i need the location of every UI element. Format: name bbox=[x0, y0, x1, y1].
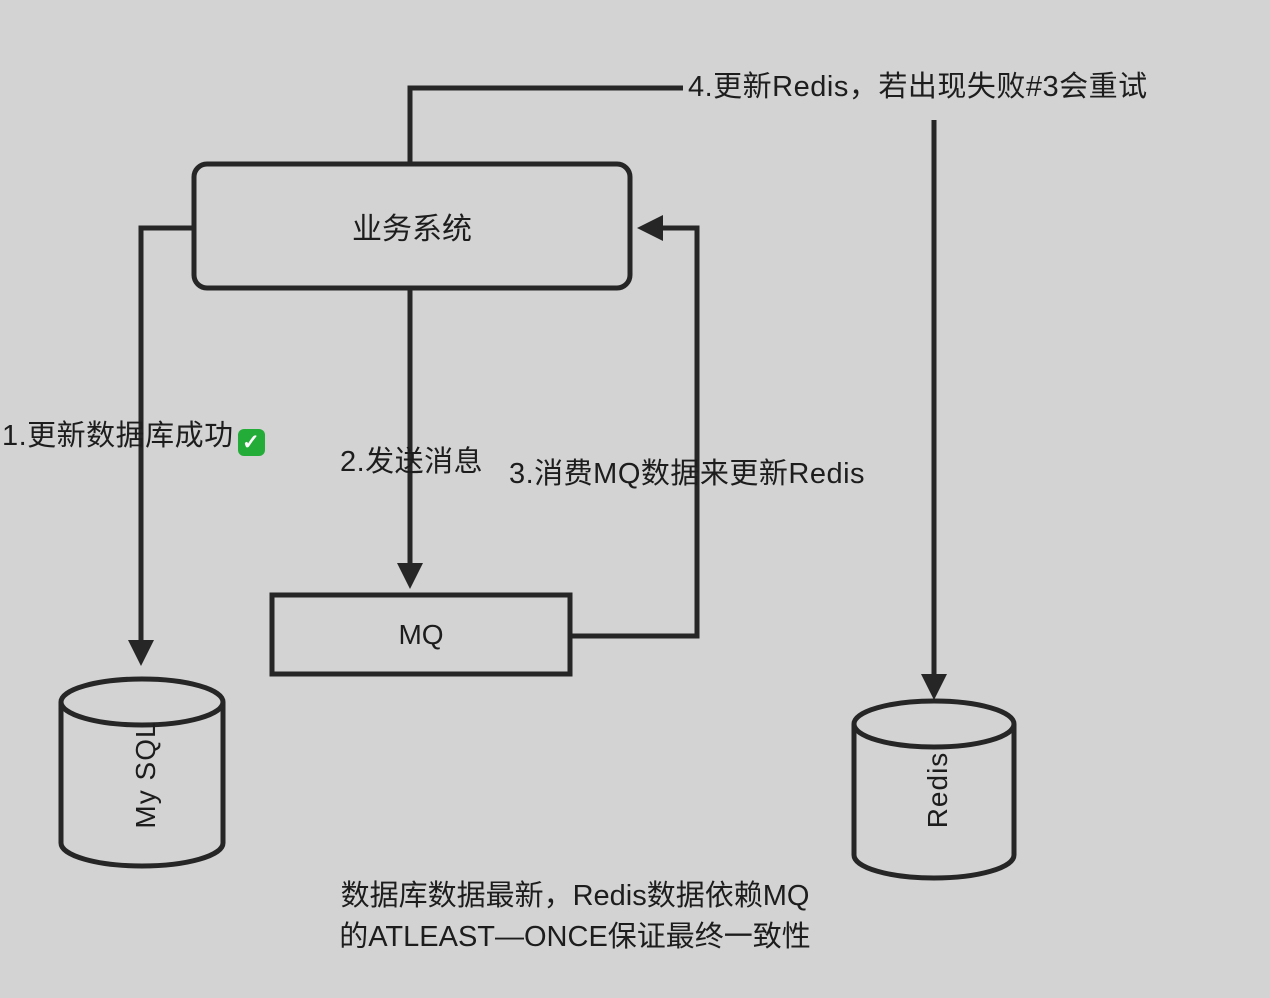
business-system-label: 业务系统 bbox=[352, 213, 472, 246]
arrow-4-arrowhead-icon bbox=[921, 674, 947, 700]
business-system-box bbox=[191, 161, 633, 291]
caption-line2: 的ATLEAST—ONCE保证最终一致性 bbox=[339, 921, 811, 953]
arrow-4-elbow bbox=[407, 85, 683, 163]
check-icon: ✓ bbox=[237, 429, 265, 456]
caption: 数据库数据最新，Redis数据依赖MQ 的ATLEAST—ONCE保证最终一致性 bbox=[250, 876, 900, 958]
mq-box bbox=[269, 592, 573, 677]
step3-label: 3.消费MQ数据来更新Redis bbox=[509, 458, 866, 490]
arrow-2-arrowhead-icon bbox=[397, 563, 423, 589]
step1-text: 1.更新数据库成功 bbox=[2, 420, 234, 452]
caption-line1: 数据库数据最新，Redis数据依赖MQ bbox=[340, 880, 810, 912]
step1-label: 1.更新数据库成功✓ bbox=[2, 412, 265, 456]
arrow-3-arrowhead-icon bbox=[637, 215, 663, 241]
arrow-3-elbow bbox=[570, 225, 700, 639]
arrow-1-arrowhead-icon bbox=[128, 640, 154, 666]
step2-label: 2.发送消息 bbox=[340, 446, 484, 478]
redis-label: Redis bbox=[922, 751, 953, 829]
mysql-label: My SQL bbox=[130, 721, 161, 829]
redis-cylinder bbox=[851, 698, 1017, 881]
step4-label: 4.更新Redis，若出现失败#3会重试 bbox=[688, 71, 1148, 103]
mq-label: MQ bbox=[398, 618, 444, 650]
arrow-1-elbow bbox=[138, 225, 194, 642]
mysql-cylinder bbox=[58, 676, 226, 869]
